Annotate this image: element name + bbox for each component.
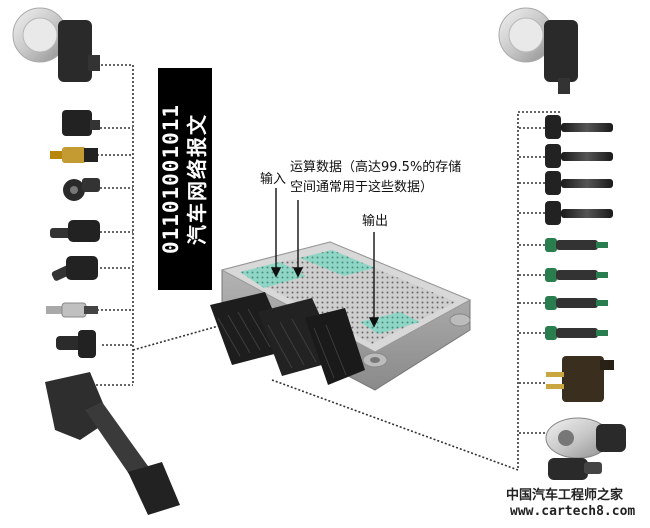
fuel-injector-2 — [545, 268, 608, 282]
ignition-coil-3 — [545, 171, 613, 195]
watermark-cn: 中国汽车工程师之家 — [506, 488, 624, 503]
ecu-unit — [210, 241, 472, 391]
ignition-coil-2 — [545, 144, 613, 168]
fuel-injector-1 — [545, 238, 608, 252]
pump-motor — [548, 458, 602, 480]
map-sensor — [62, 110, 100, 136]
accelerator-pedal — [45, 372, 180, 515]
speed-sensor — [56, 330, 96, 358]
input-label: 输入 — [260, 172, 287, 187]
output-label: 输出 — [362, 214, 389, 229]
knock-sensor — [63, 178, 100, 201]
binary-text: 01101001011 — [159, 103, 183, 255]
ignition-coil-4 — [545, 201, 613, 225]
label-arrows — [270, 188, 380, 328]
oxygen-sensor — [46, 302, 98, 318]
network-message-banner: 01101001011 汽车网络报文 — [158, 68, 212, 290]
cam-sensor — [50, 220, 100, 242]
ignition-coil-1 — [545, 115, 613, 139]
temperature-sensor — [50, 147, 98, 163]
idle-control-valve — [545, 417, 626, 459]
compute-data-label-line2: 空间通常用于这些数据） — [290, 180, 434, 195]
watermark-url: www.cartech8.com — [510, 504, 636, 519]
relay — [546, 356, 614, 402]
fuel-injector-3 — [545, 296, 608, 310]
throttle-body-right — [498, 7, 578, 94]
fuel-injector-4 — [545, 326, 608, 340]
network-message-text: 汽车网络报文 — [185, 113, 209, 245]
crank-sensor — [51, 256, 98, 281]
throttle-body-left — [12, 7, 100, 82]
compute-data-label-line1: 运算数据（高达99.5%的存储 — [290, 160, 462, 175]
